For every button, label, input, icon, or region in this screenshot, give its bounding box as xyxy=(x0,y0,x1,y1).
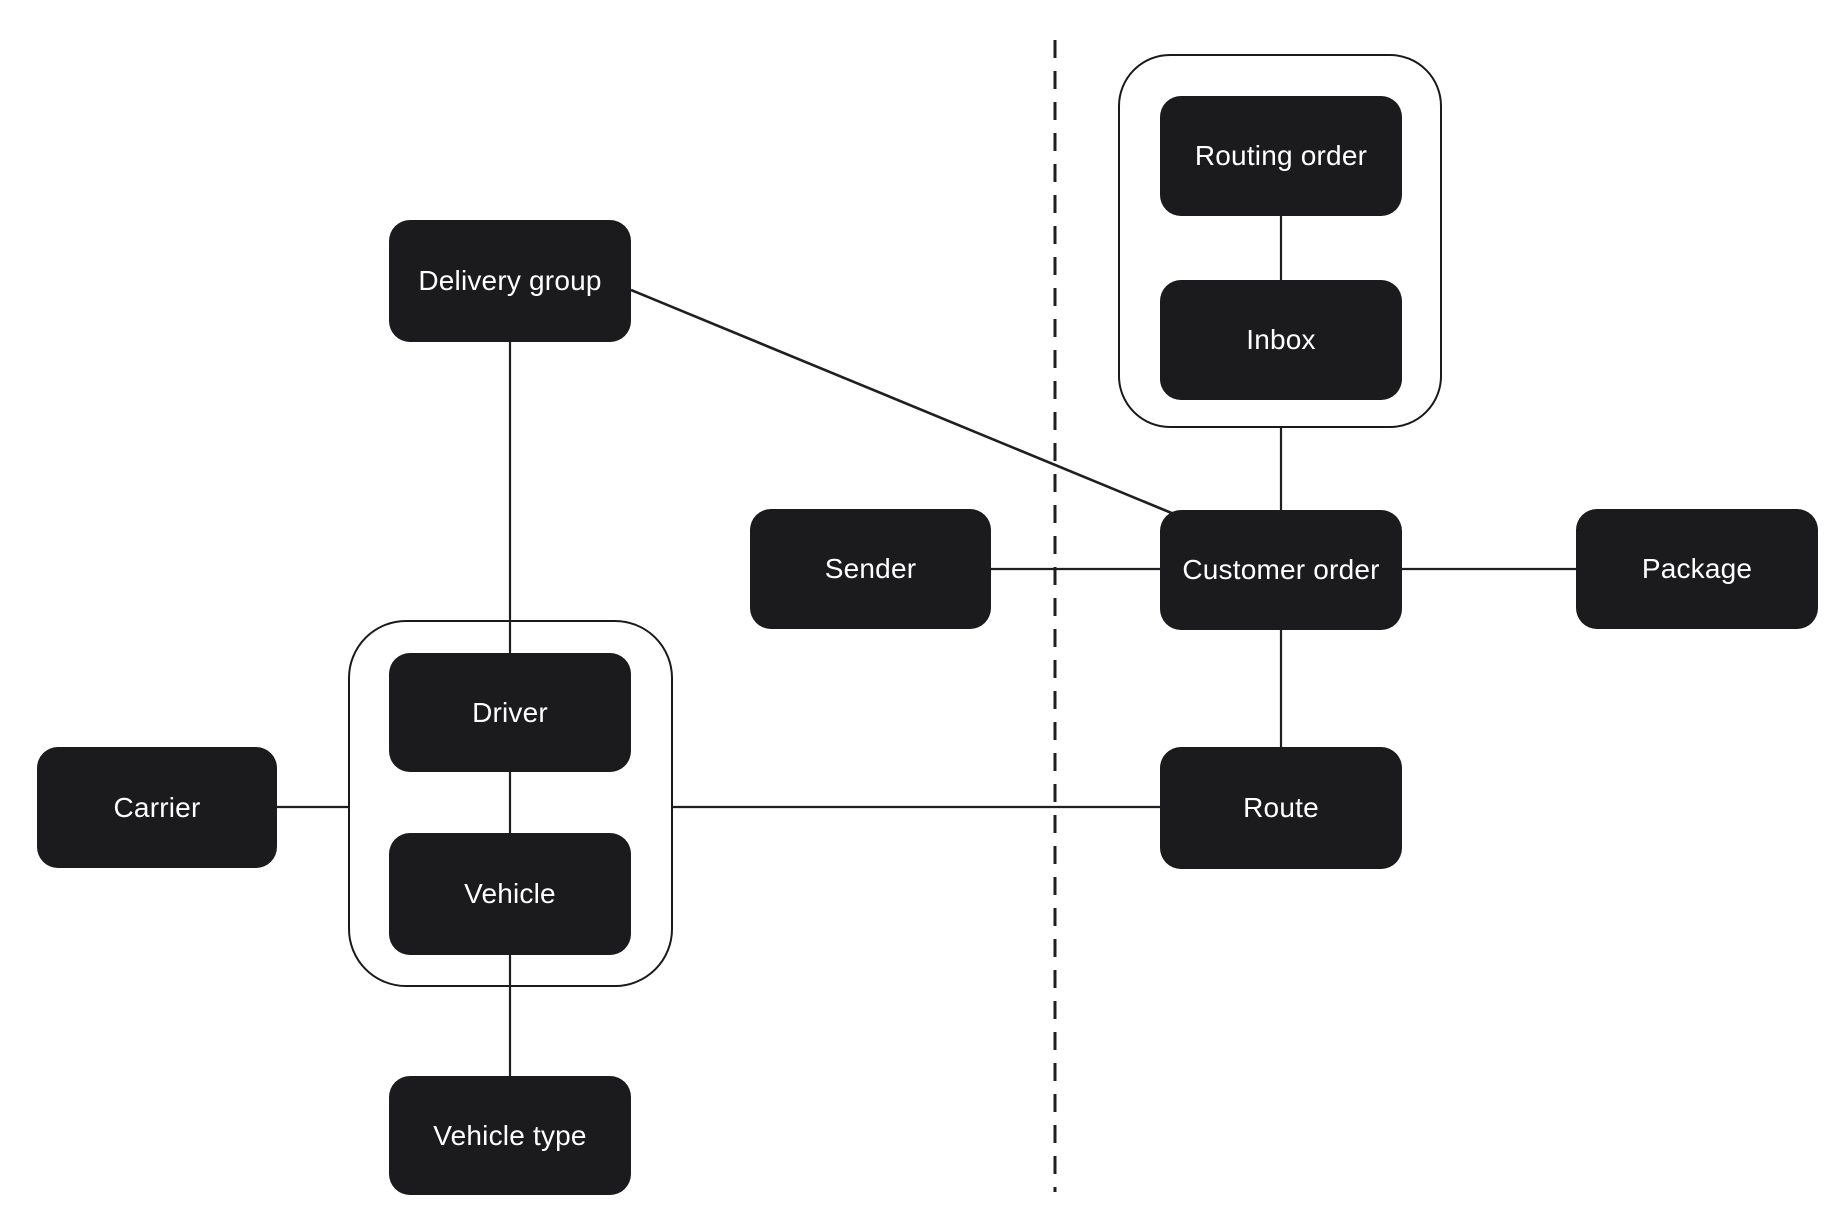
node-vehicle-label: Vehicle xyxy=(464,878,556,909)
node-carrier-label: Carrier xyxy=(113,791,201,823)
node-inbox-label: Inbox xyxy=(1246,324,1316,355)
node-sender-label: Sender xyxy=(824,553,917,584)
node-package[interactable]: Package xyxy=(1576,509,1818,629)
node-vehicle-type-label: Vehicle type xyxy=(433,1119,587,1151)
node-carrier[interactable]: Carrier xyxy=(37,747,277,868)
node-inbox[interactable]: Inbox xyxy=(1160,280,1402,400)
node-driver-label: Driver xyxy=(472,696,548,728)
node-sender[interactable]: Sender xyxy=(750,509,991,629)
node-delivery-group-label: Delivery group xyxy=(418,265,602,296)
node-routing-order-label: Routing order xyxy=(1194,140,1368,171)
node-route[interactable]: Route xyxy=(1160,747,1402,869)
node-driver[interactable]: Driver xyxy=(389,653,631,772)
node-route-label: Route xyxy=(1243,792,1319,823)
node-customer-order[interactable]: Customer order xyxy=(1160,510,1402,630)
node-package-label: Package xyxy=(1641,553,1753,584)
node-vehicle[interactable]: Vehicle xyxy=(389,833,631,955)
node-vehicle-type[interactable]: Vehicle type xyxy=(389,1076,631,1195)
node-delivery-group[interactable]: Delivery group xyxy=(389,220,631,342)
node-customer-order-label: Customer order xyxy=(1182,554,1380,585)
edge-delivery-group-customer-order xyxy=(630,288,1175,516)
node-routing-order[interactable]: Routing order xyxy=(1160,96,1402,216)
